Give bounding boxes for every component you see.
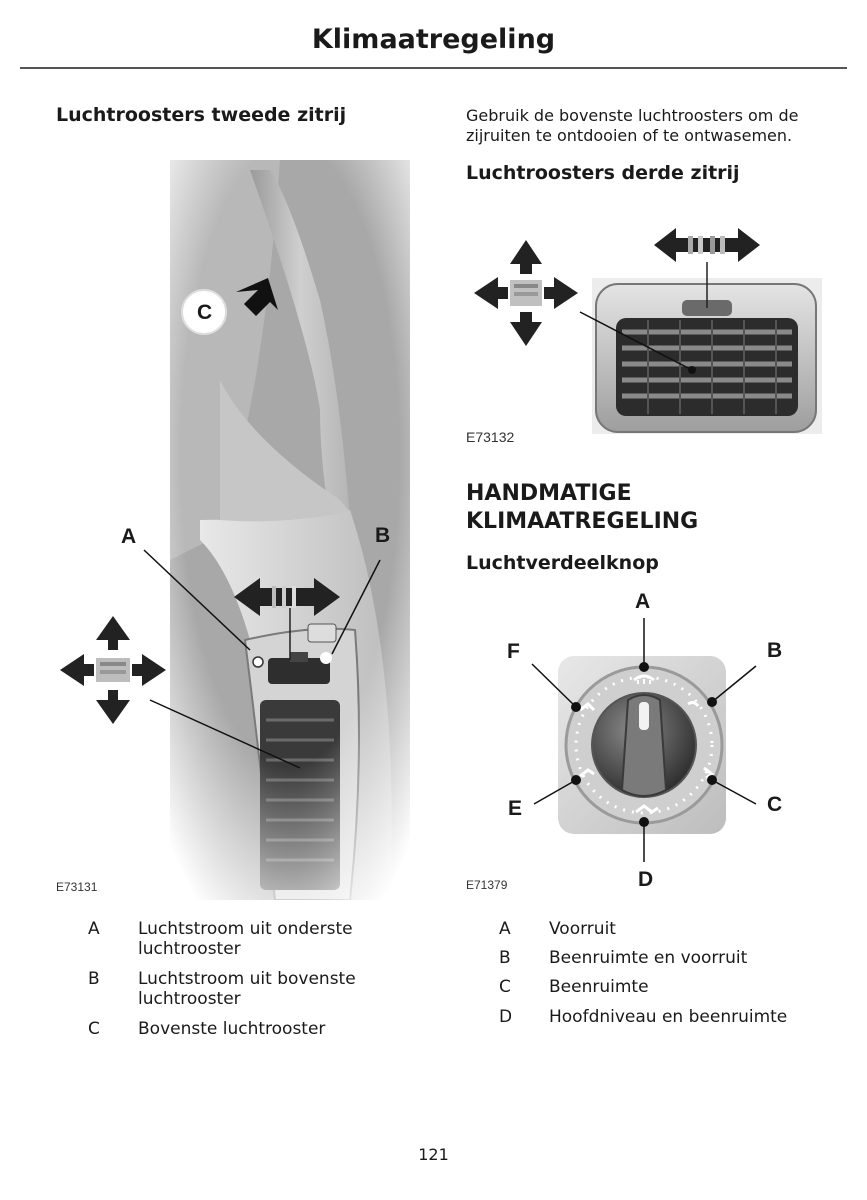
legend-key: C — [88, 1019, 100, 1039]
four-way-arrow-icon — [474, 240, 578, 346]
figure-code: E71379 — [466, 878, 508, 892]
legend-text: Hoofdniveau en beenruimte — [549, 1007, 788, 1027]
figure-label-b: B — [375, 524, 391, 547]
section-heading-manual: HANDMATIGE KLIMAATREGELING — [466, 481, 699, 534]
legend-key: C — [499, 977, 511, 997]
rear-vent-illustration — [60, 160, 420, 900]
section-heading-second-row: Luchtroosters tweede zitrij — [56, 104, 347, 126]
legend-text: Voorruit — [549, 919, 616, 939]
four-way-arrow-icon — [60, 616, 166, 724]
knob-label-a: A — [635, 590, 651, 613]
legend-key: A — [499, 919, 511, 939]
legend-key: A — [88, 919, 100, 939]
feet-icon — [703, 766, 715, 780]
legend-text: Bovenste luchtrooster — [138, 1019, 326, 1039]
page-title: Klimaatregeling — [311, 24, 556, 55]
face-feet-icon — [635, 804, 659, 814]
figure-code: E73132 — [466, 429, 515, 445]
knob-label-b: B — [767, 639, 783, 662]
legend-text: Beenruimte en voorruit — [549, 948, 748, 968]
legend-text: Luchtstroom uit onderste luchtrooster — [138, 919, 353, 959]
knob-label-e: E — [508, 797, 523, 820]
air-distribution-knob-illustration — [531, 618, 757, 862]
legend-key: D — [499, 1007, 513, 1027]
knob-label-d: D — [638, 868, 654, 891]
horizontal-arrow-icon — [654, 228, 760, 262]
section-heading-knob: Luchtverdeelknop — [466, 552, 659, 574]
horizontal-arrow-icon — [234, 578, 340, 616]
figure-label-a: A — [121, 525, 137, 548]
legend-key: B — [499, 948, 511, 968]
third-row-vent-illustration — [474, 228, 822, 434]
feet-windscreen-icon — [687, 700, 700, 707]
defrost-icon — [633, 674, 655, 684]
knob-label-f: F — [507, 640, 520, 663]
header-rule — [20, 67, 847, 69]
face-windscreen-icon — [579, 702, 596, 712]
legend-text: Luchtstroom uit bovenste luchtrooster — [138, 969, 356, 1009]
section-heading-third-row: Luchtroosters derde zitrij — [466, 162, 740, 184]
intro-paragraph: Gebruik de bovenste luchtroosters om de … — [466, 106, 799, 145]
legend-key: B — [88, 969, 100, 989]
knob-label-c: C — [767, 793, 783, 816]
page-number: 121 — [418, 1145, 449, 1164]
face-icon — [579, 768, 595, 778]
figure-label-c: C — [197, 301, 213, 324]
legend-text: Beenruimte — [549, 977, 649, 997]
figure-code: E73131 — [56, 880, 98, 894]
